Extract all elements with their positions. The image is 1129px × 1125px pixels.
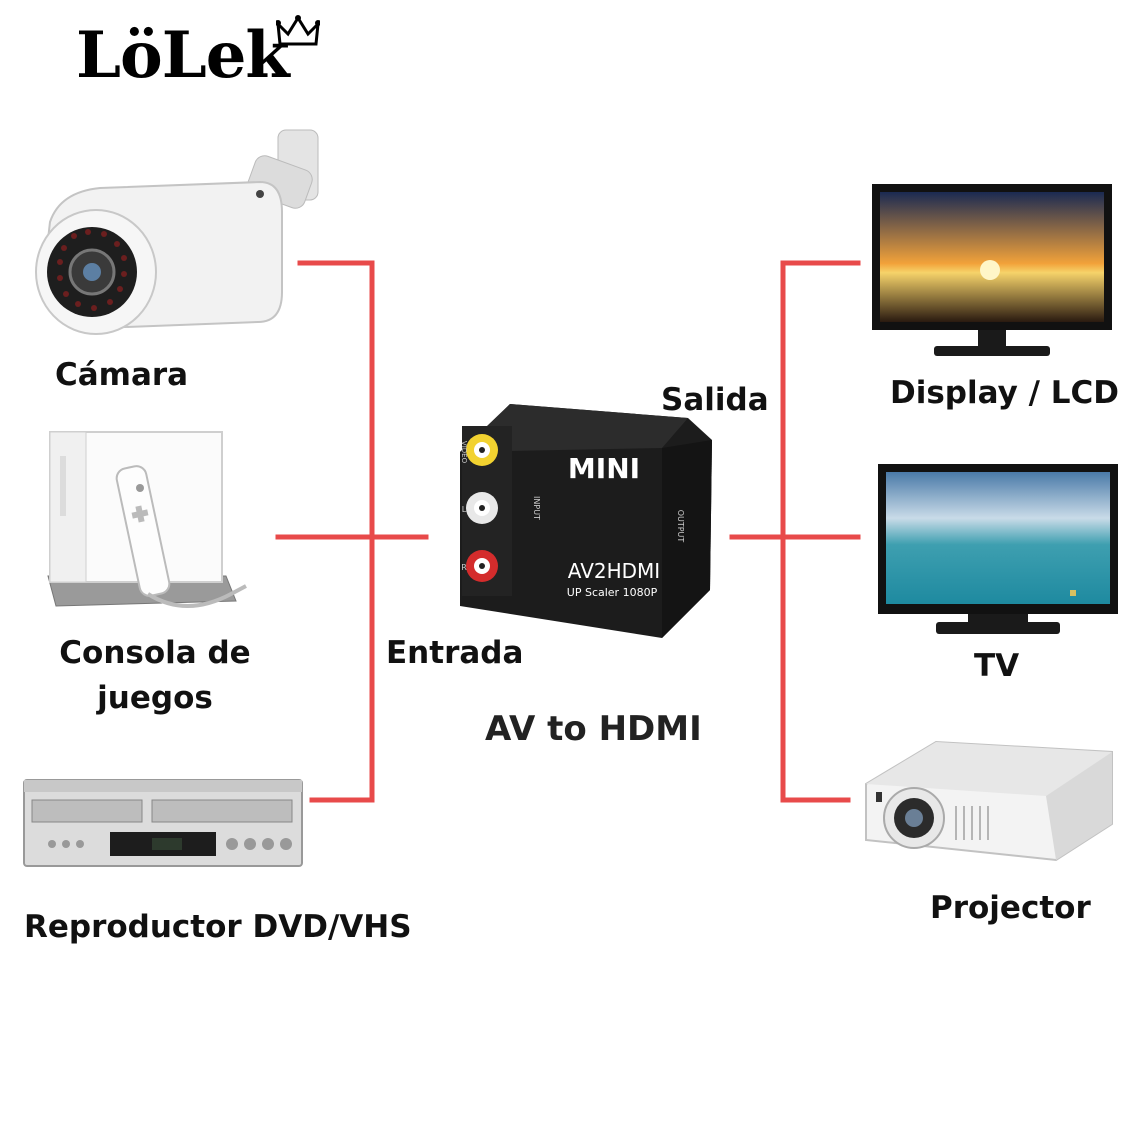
- input-line-camera: [297, 260, 375, 803]
- brand-logo: LöLek: [76, 18, 290, 93]
- label-console-line1: Consola de: [59, 635, 251, 671]
- label-tv: TV: [974, 648, 1020, 684]
- camera-icon: [35, 129, 319, 335]
- port-input-label: INPUT: [532, 496, 541, 520]
- crown-icon: [276, 15, 320, 46]
- port-video-label: VIDEO: [460, 441, 468, 464]
- projector-icon: [865, 740, 1113, 862]
- badge-mini: MINI: [568, 452, 640, 485]
- model-subtitle: UP Scaler 1080P: [567, 586, 658, 599]
- port-l-label: L: [462, 505, 467, 514]
- label-camera: Cámara: [55, 357, 189, 393]
- label-output: Salida: [661, 382, 769, 418]
- port-r-label: R: [461, 563, 467, 572]
- label-console-line2: juegos: [97, 680, 213, 716]
- model-name: AV2HDMI: [568, 559, 660, 583]
- label-display-lcd: Display / LCD: [890, 375, 1119, 411]
- output-line-branch: [780, 260, 861, 803]
- port-output-label: OUTPUT: [676, 510, 685, 543]
- lcd-display-icon: [872, 184, 1112, 356]
- label-dvd-vhs: Reproductor DVD/VHS: [24, 909, 412, 945]
- game-console-icon: [47, 431, 247, 608]
- av2hdmi-converter: MINI AV2HDMI UP Scaler 1080P INPUT OUTPU…: [460, 404, 712, 638]
- label-input: Entrada: [386, 635, 524, 671]
- tv-icon: [878, 464, 1118, 634]
- label-projector: Projector: [930, 890, 1091, 926]
- dvd-vhs-player-icon: [23, 779, 303, 867]
- converter-caption: AV to HDMI: [485, 709, 702, 749]
